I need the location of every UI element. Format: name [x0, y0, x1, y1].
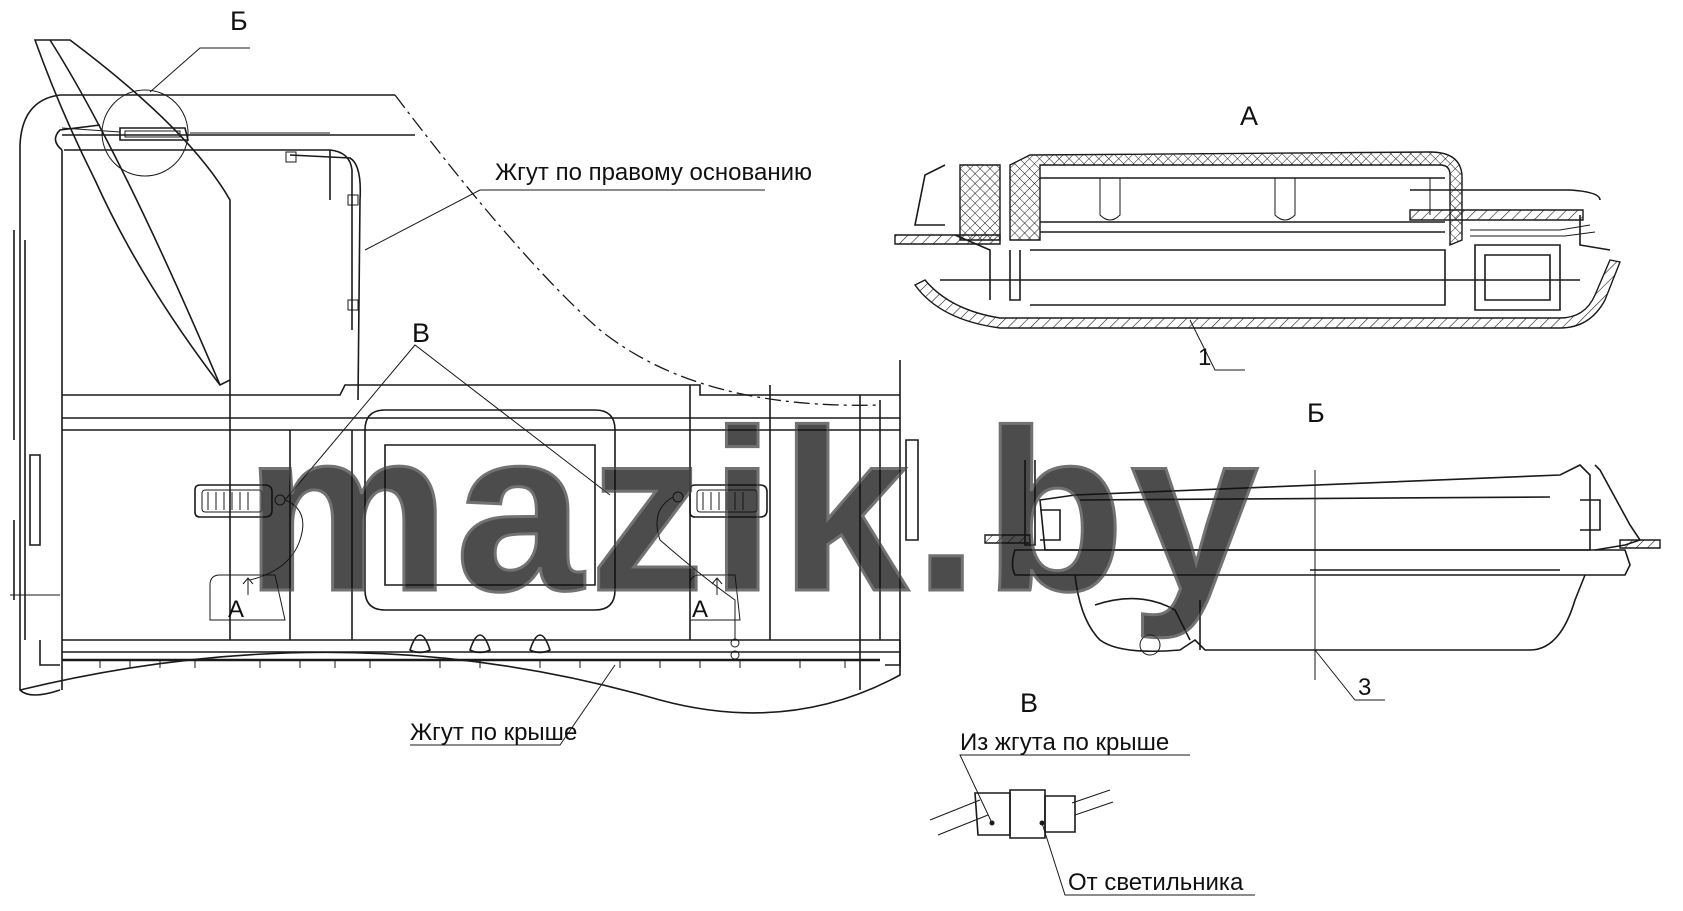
- from-lamp-label: От светильника: [1068, 869, 1244, 896]
- leader-harness-right-base: [364, 189, 765, 251]
- callout-v-letter: В: [412, 318, 430, 348]
- leader-from-lamp: [1041, 822, 1255, 896]
- view-a-frame-right: [689, 574, 741, 621]
- view-a-mark-left: А: [228, 596, 244, 623]
- view-a-mark-right: А: [692, 596, 708, 623]
- leader-pos-3: [1314, 649, 1385, 701]
- view-a-section: [894, 151, 1621, 371]
- watermark: mazik.by: [245, 382, 1265, 639]
- cab-roof-view: [10, 39, 919, 746]
- view-b-title: Б: [1307, 398, 1325, 428]
- view-v-title: В: [1020, 688, 1038, 718]
- view-a-frame-left: [209, 574, 286, 621]
- leader-pos-1: [1189, 319, 1245, 371]
- callout-b-letter: Б: [230, 6, 248, 36]
- leader-callout-v: [284, 344, 611, 501]
- position-3: 3: [1358, 674, 1371, 701]
- view-v-connector: [929, 754, 1255, 896]
- harness-right-base-label: Жгут по правому основанию: [495, 159, 812, 186]
- leader-callout-b: [149, 47, 250, 93]
- view-a-title: А: [1240, 101, 1258, 131]
- from-roof-harness-label: Из жгута по крыше: [960, 729, 1169, 756]
- right-base-harness: [54, 124, 362, 401]
- view-a-arrow-left: [242, 577, 254, 595]
- interior-lamp-left: [194, 484, 304, 581]
- harness-roof-label: Жгут по крыше: [410, 719, 577, 746]
- interior-lamp-right: [656, 484, 768, 640]
- view-b-lamp: [984, 460, 1661, 701]
- view-a-arrow-right: [711, 577, 723, 595]
- position-1: 1: [1198, 344, 1211, 371]
- leader-from-roof-harness: [959, 754, 1190, 824]
- callout-circle-b: [101, 89, 189, 177]
- leader-harness-roof: [410, 664, 616, 746]
